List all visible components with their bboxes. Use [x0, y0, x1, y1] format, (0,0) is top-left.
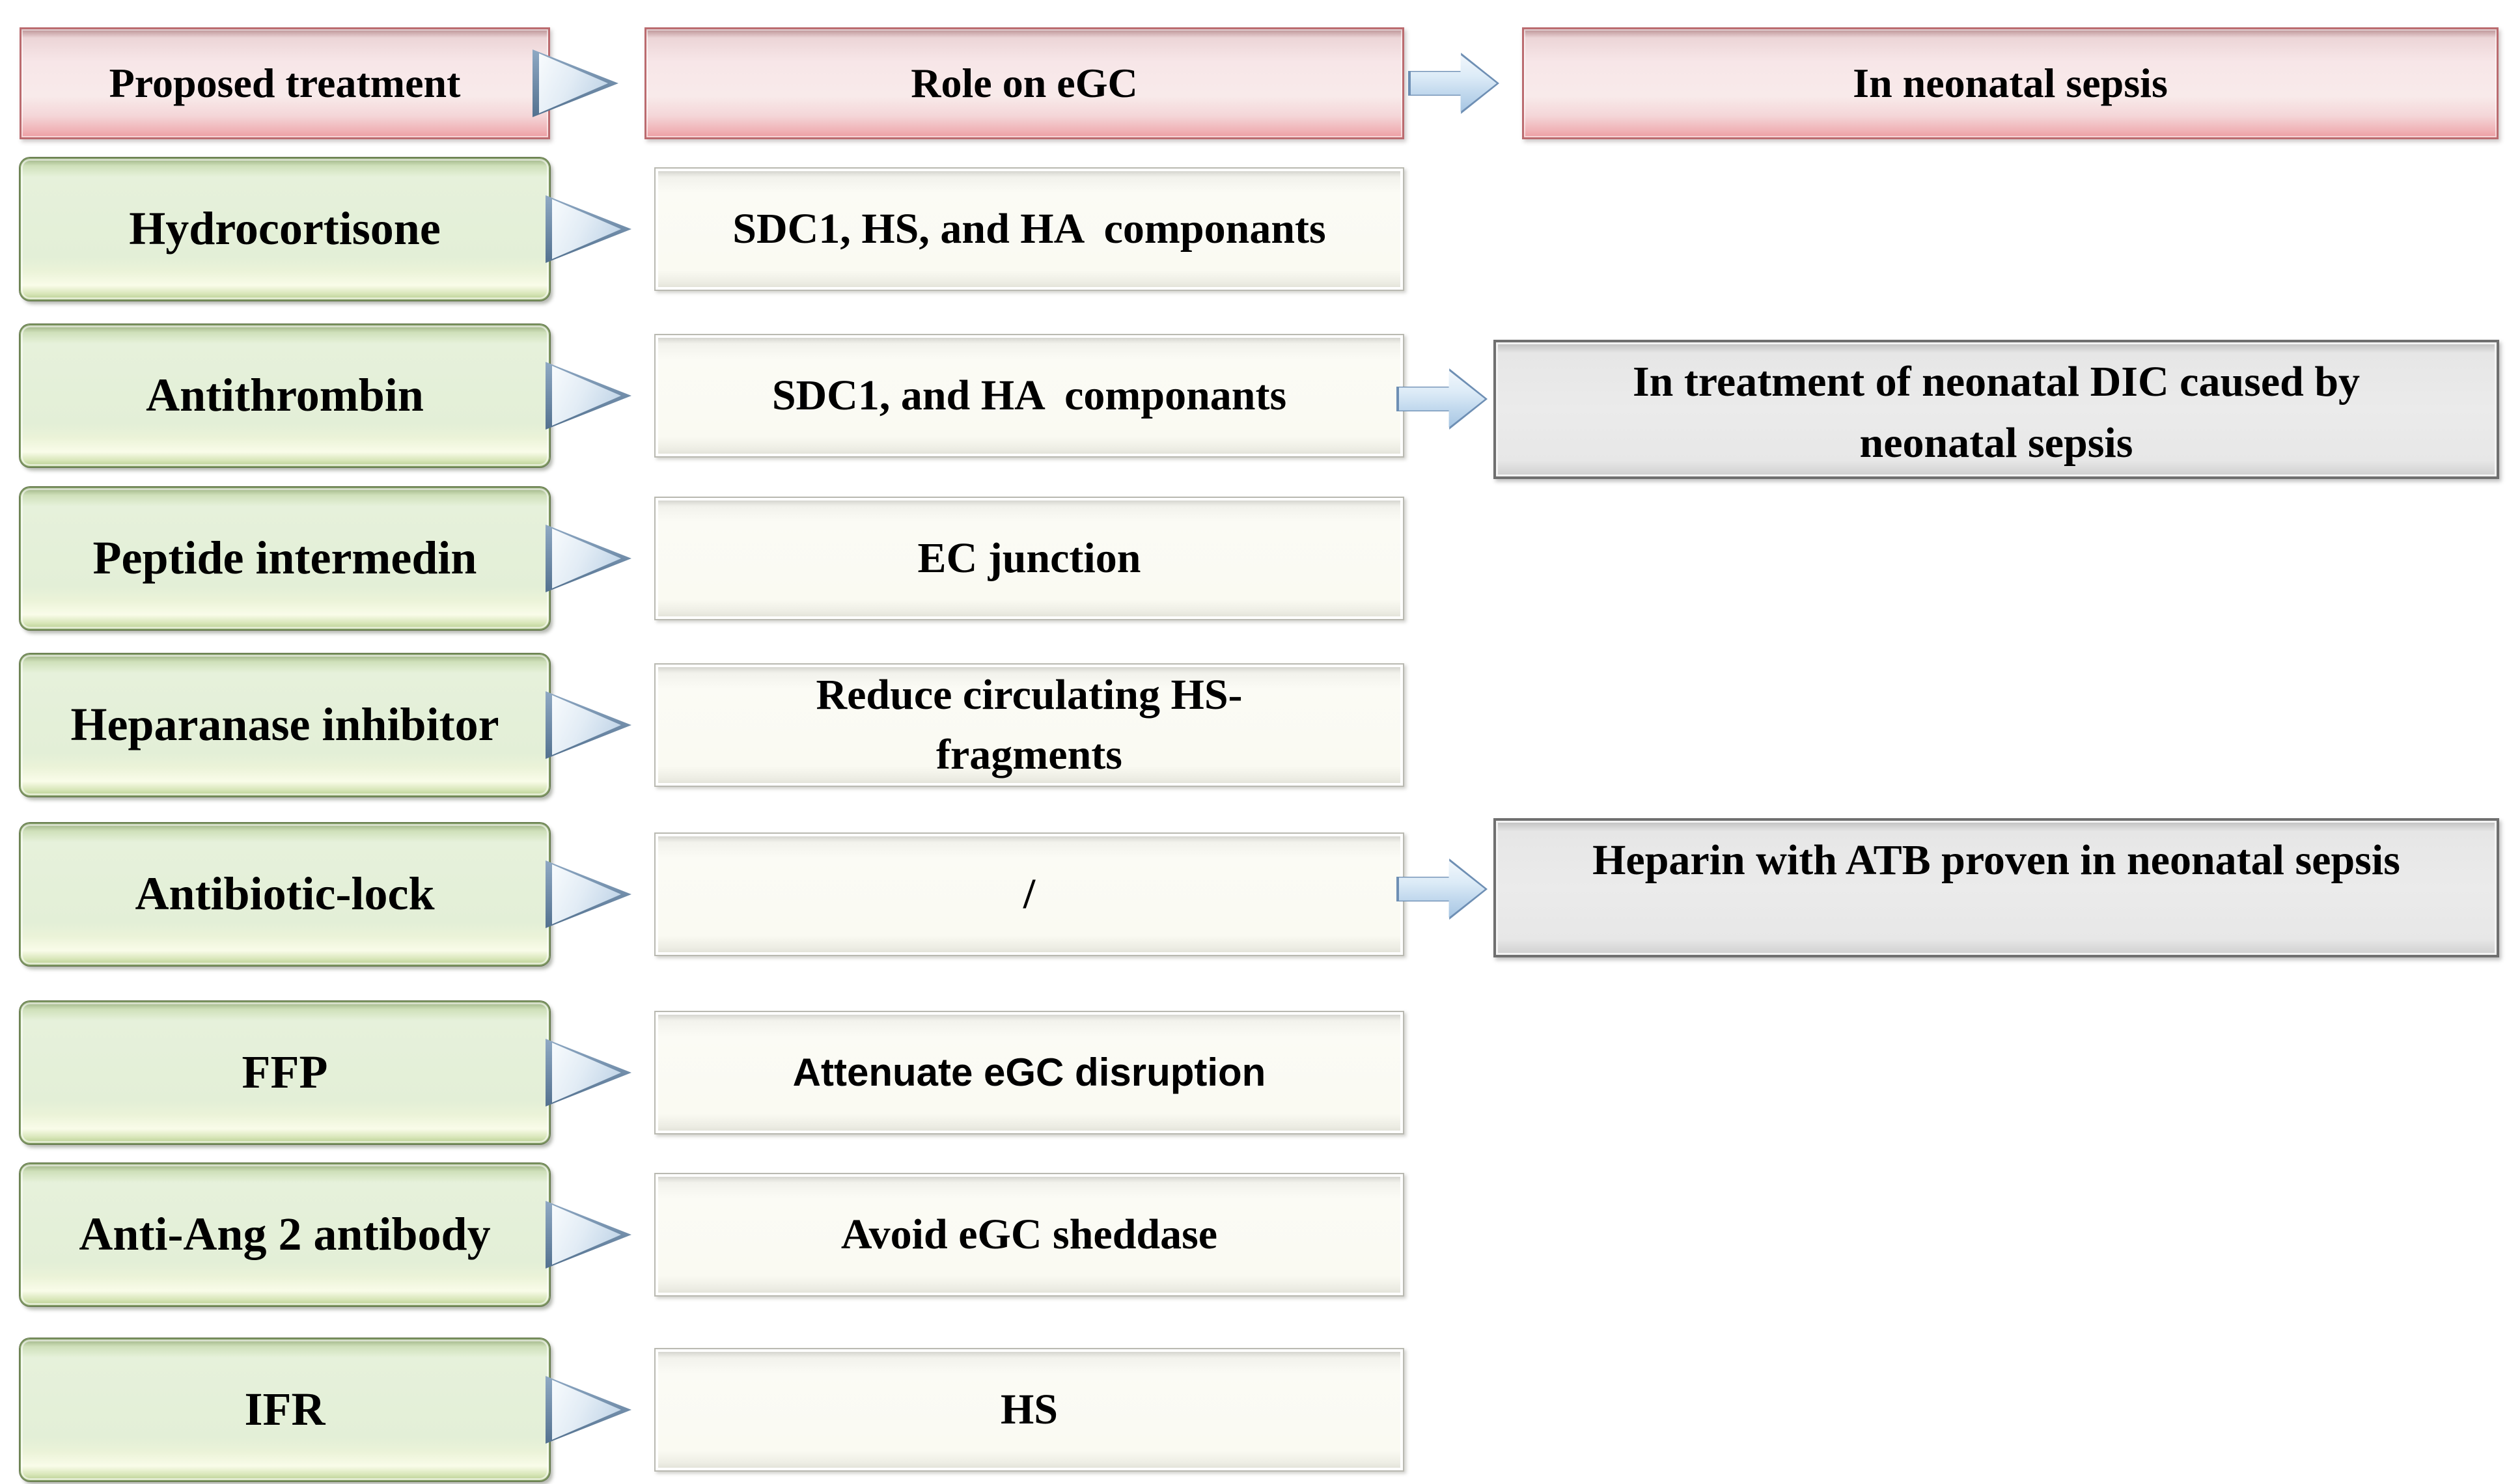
- role-label: Reduce circulating HS- fragments: [816, 670, 1243, 778]
- role-box: Reduce circulating HS- fragments: [654, 663, 1404, 787]
- role-label: HS: [1000, 1385, 1059, 1433]
- triangle-arrow-right-icon: [546, 1039, 631, 1106]
- outcome-box-dic: In treatment of neonatal DIC caused by n…: [1493, 340, 2499, 479]
- role-box: Avoid eGC sheddase: [654, 1173, 1404, 1297]
- triangle-arrow-right-icon: [546, 362, 631, 430]
- treatment-box-antibiotic-lock: Antibiotic-lock: [20, 823, 550, 966]
- treatment-label: FFP: [242, 1046, 328, 1099]
- treatment-label: IFR: [244, 1383, 325, 1436]
- triangle-arrow-right-icon: [546, 860, 631, 928]
- treatment-box-peptide-intermedin: Peptide intermedin: [20, 487, 550, 630]
- header-role-on-egc: Role on eGC: [644, 27, 1404, 139]
- block-arrow-right-icon: [1396, 363, 1488, 435]
- role-box: HS: [654, 1348, 1404, 1472]
- header-in-neonatal-sepsis: In neonatal sepsis: [1522, 27, 2499, 139]
- treatment-label: Hydrocortisone: [129, 202, 441, 255]
- role-box: EC junction: [654, 497, 1404, 620]
- block-arrow-right-icon: [1396, 853, 1488, 926]
- triangle-arrow-right-icon: [546, 1201, 631, 1269]
- role-label: EC junction: [917, 534, 1141, 582]
- outcome-label: In treatment of neonatal DIC caused by n…: [1632, 358, 2361, 467]
- role-label: Attenuate eGC disruption: [792, 1051, 1266, 1094]
- triangle-arrow-right-icon: [546, 1376, 631, 1444]
- outcome-label: Heparin with ATB proven in neonatal seps…: [1592, 836, 2400, 884]
- treatment-label: Antithrombin: [146, 369, 424, 422]
- role-box: Attenuate eGC disruption: [654, 1011, 1404, 1134]
- role-box: /: [654, 832, 1404, 956]
- treatment-box-ffp: FFP: [20, 1001, 550, 1144]
- header-proposed-treatment: Proposed treatment: [20, 27, 550, 139]
- header-role-on-egc-label: Role on eGC: [911, 59, 1138, 106]
- role-label: SDC1, and HA componants: [771, 371, 1287, 419]
- treatment-label: Peptide intermedin: [92, 532, 477, 584]
- treatment-label: Antibiotic-lock: [135, 868, 435, 920]
- role-label: Avoid eGC sheddase: [840, 1210, 1218, 1258]
- role-label: /: [1023, 870, 1036, 918]
- role-box: SDC1, HS, and HA componants: [654, 167, 1404, 291]
- block-arrow-right-icon: [1408, 47, 1499, 120]
- outcome-box-heparin-atb: Heparin with ATB proven in neonatal seps…: [1493, 818, 2499, 957]
- treatment-box-hydrocortisone: Hydrocortisone: [20, 158, 550, 301]
- triangle-arrow-right-icon: [533, 49, 618, 117]
- treatment-label: Anti-Ang 2 antibody: [79, 1208, 491, 1261]
- header-proposed-treatment-label: Proposed treatment: [109, 59, 461, 106]
- triangle-arrow-right-icon: [546, 525, 631, 592]
- role-label: SDC1, HS, and HA componants: [732, 204, 1326, 253]
- treatment-box-anti-ang2-antibody: Anti-Ang 2 antibody: [20, 1163, 550, 1306]
- triangle-arrow-right-icon: [546, 691, 631, 759]
- treatment-box-antithrombin: Antithrombin: [20, 324, 550, 467]
- triangle-arrow-right-icon: [546, 195, 631, 263]
- treatment-box-ifr: IFR: [20, 1338, 550, 1481]
- role-box: SDC1, and HA componants: [654, 334, 1404, 458]
- treatment-label: Heparanase inhibitor: [70, 698, 499, 751]
- treatment-box-heparanase-inhibitor: Heparanase inhibitor: [20, 653, 550, 797]
- header-in-neonatal-sepsis-label: In neonatal sepsis: [1853, 59, 2168, 106]
